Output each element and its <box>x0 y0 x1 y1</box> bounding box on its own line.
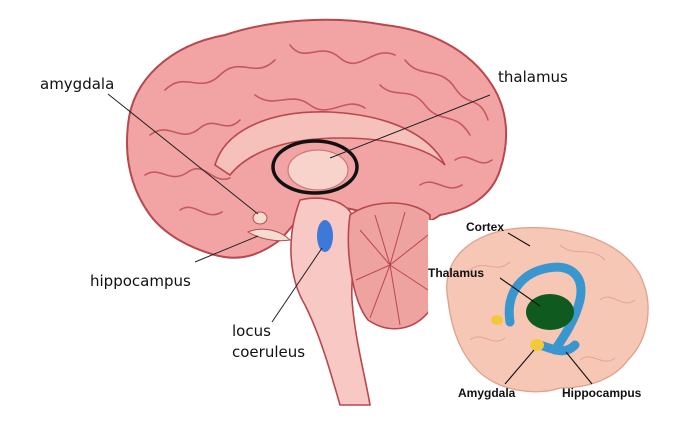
inset-amygdala-label: Amygdala <box>458 386 516 400</box>
inset-hippocampus <box>535 340 580 356</box>
inset-amygdala <box>530 339 544 351</box>
amygdala-label: amygdala <box>40 75 115 93</box>
hippocampus-leader <box>194 235 259 263</box>
inset-gyri <box>469 244 636 362</box>
inset-thalamus-label: Thalamus <box>428 266 485 280</box>
inset-fornix <box>504 262 586 355</box>
hippocampus-structure <box>246 228 292 242</box>
locus-coeruleus-label-line2: coeruleus <box>232 343 306 361</box>
leader-lines <box>107 93 491 323</box>
inset-thalamus <box>526 294 574 330</box>
gyri-lines <box>144 44 493 216</box>
cerebellum-folia <box>355 211 429 326</box>
thalamus-structure <box>287 149 349 191</box>
thalamus-highlight-ring <box>271 139 359 195</box>
inset-leader-lines <box>499 232 593 385</box>
inset-amygdala-upper <box>491 315 503 325</box>
hippocampus-label: hippocampus <box>90 272 191 290</box>
locus-leader <box>271 247 323 323</box>
thalamus-leader <box>329 94 491 159</box>
inset-hippocampus-label: Hippocampus <box>562 386 642 400</box>
thalamus-label: thalamus <box>498 68 568 86</box>
amygdala-leader <box>107 93 259 215</box>
amygdala-structure <box>252 211 268 225</box>
inset-cortex-label: Cortex <box>466 220 505 234</box>
corpus-callosum <box>214 111 446 177</box>
locus-coeruleus <box>317 220 333 252</box>
locus-coeruleus-label-line1: locus <box>232 322 271 340</box>
